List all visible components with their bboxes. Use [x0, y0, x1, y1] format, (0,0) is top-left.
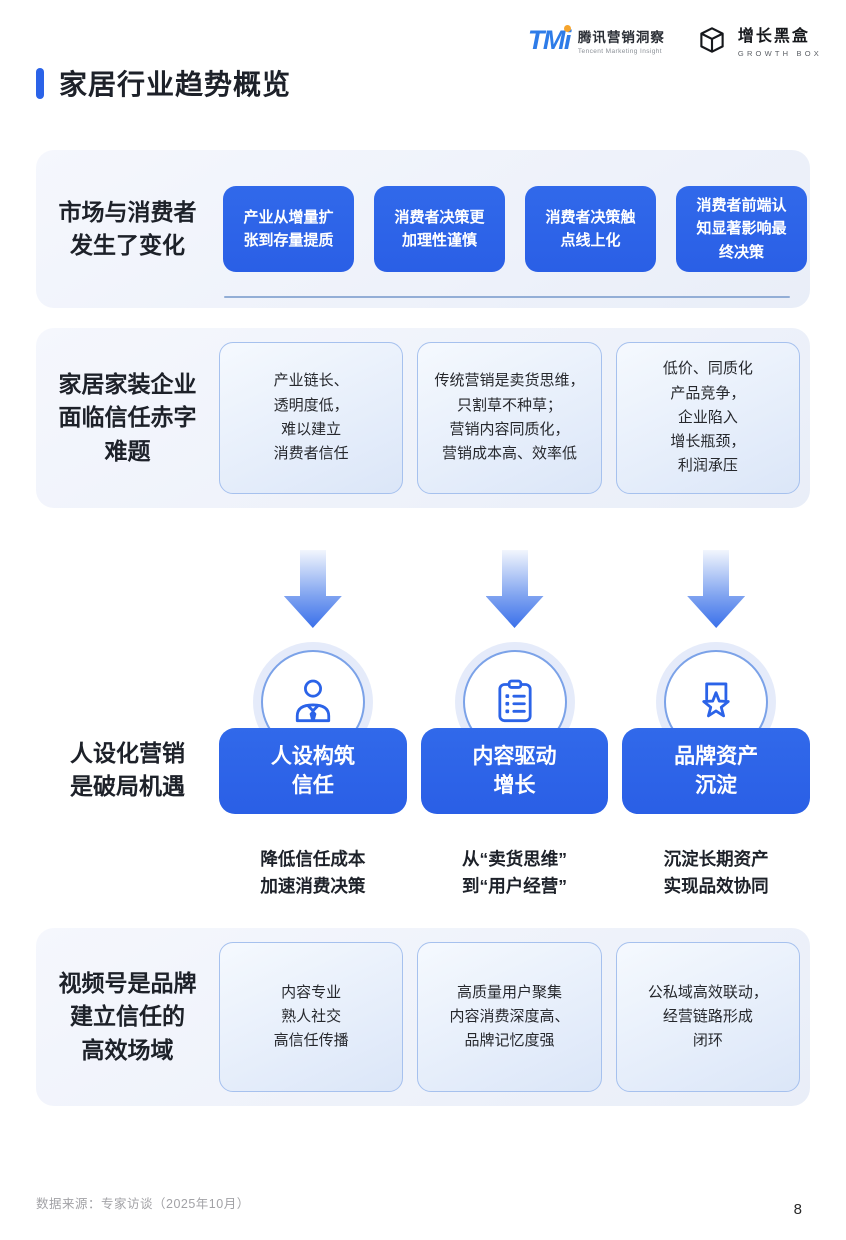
- arrow-head: [485, 596, 544, 628]
- growthbox-logo-text: 增长黑盒 GROWTH BOX: [738, 22, 822, 58]
- advantage-box: 内容专业 熟人社交 高信任传播: [219, 942, 404, 1092]
- arrow-head: [687, 596, 746, 628]
- growthbox-en: GROWTH BOX: [737, 49, 822, 58]
- down-arrow-icon: [283, 550, 342, 628]
- title-row: 家居行业趋势概览: [36, 63, 291, 103]
- advantage-box: 高质量用户聚集 内容消费深度高、 品牌记忆度强: [417, 942, 602, 1092]
- cube-icon: [700, 27, 724, 53]
- trend-chip: 消费者决策触 点线上化: [525, 186, 656, 272]
- section-trust-deficit: 家居家装企业 面临信任赤字 难题 产业链长、 透明度低， 难以建立 消费者信任 …: [36, 328, 810, 508]
- star-award-icon: [702, 682, 730, 718]
- section-market-change: 市场与消费者 发生了变化 产业从增量扩 张到存量提质 消费者决策更 加理性谨慎 …: [36, 150, 810, 308]
- opportunity-caption: 降低信任成本 加速消费决策: [260, 849, 366, 897]
- opportunity-column: 品牌资产 沉淀 沉淀长期资产 实现品效协同: [622, 550, 811, 900]
- trend-chip: 消费者决策更 加理性谨慎: [374, 186, 505, 272]
- arrow-shaft: [703, 550, 730, 596]
- opportunity-column: 内容驱动 增长 从“卖货思维” 到“用户经营”: [420, 550, 609, 900]
- arrow-head: [283, 596, 342, 628]
- section-opportunity: 人设化营销 是破局机遇 人设构筑 信任 降低信任成本 加速消费决策: [36, 550, 811, 900]
- pain-point-box: 传统营销是卖货思维， 只割草不种草； 营销内容同质化， 营销成本高、效率低: [417, 342, 602, 494]
- section-market-change-label: 市场与消费者 发生了变化: [58, 198, 197, 258]
- advantage-row: 内容专业 熟人社交 高信任传播 高质量用户聚集 内容消费深度高、 品牌记忆度强 …: [219, 942, 800, 1092]
- trend-chip-row: 产业从增量扩 张到存量提质 消费者决策更 加理性谨慎 消费者决策触 点线上化 消…: [223, 186, 810, 272]
- section-video-channel: 视频号是品牌 建立信任的 高效场域 内容专业 熟人社交 高信任传播 高质量用户聚…: [36, 928, 810, 1106]
- header-logos: TMi 腾讯营销洞察 Tencent Marketing Insight 增长黑…: [528, 22, 822, 58]
- tmi-logo-en: Tencent Marketing Insight: [577, 47, 662, 55]
- trend-chip: 产业从增量扩 张到存量提质: [223, 186, 354, 272]
- data-source-note: 数据来源：专家访谈（2025年10月）: [36, 1197, 250, 1211]
- trend-chip: 消费者前端认 知显著影响最 终决策: [676, 186, 807, 272]
- clipboard-list-icon: [497, 679, 532, 723]
- opportunity-columns: 人设构筑 信任 降低信任成本 加速消费决策: [219, 550, 811, 900]
- opportunity-caption: 沉淀长期资产 实现品效协同: [663, 849, 769, 897]
- title-accent-bar: [36, 67, 44, 99]
- opportunity-column: 人设构筑 信任 降低信任成本 加速消费决策: [219, 550, 407, 900]
- section-video-channel-label: 视频号是品牌 建立信任的 高效场域: [58, 969, 197, 1063]
- section-opportunity-label: 人设化营销 是破局机遇: [70, 740, 185, 800]
- pain-point-box: 产业链长、 透明度低， 难以建立 消费者信任: [219, 342, 404, 494]
- person-tie-icon: [295, 679, 330, 723]
- down-arrow-icon: [687, 550, 746, 628]
- page-title: 家居行业趋势概览: [59, 69, 292, 100]
- tmi-logo-mark: TMi: [527, 24, 572, 55]
- opportunity-button: 人设构筑 信任: [219, 728, 407, 814]
- down-arrow-icon: [485, 550, 544, 628]
- pain-point-row: 产业链长、 透明度低， 难以建立 消费者信任 传统营销是卖货思维， 只割草不种草…: [219, 342, 800, 494]
- growthbox-logo: 增长黑盒 GROWTH BOX: [695, 22, 822, 58]
- tmi-logo: TMi 腾讯营销洞察 Tencent Marketing Insight: [528, 26, 665, 55]
- growthbox-cn: 增长黑盒: [737, 28, 810, 45]
- pain-point-box: 低价、同质化 产品竞争， 企业陷入 增长瓶颈， 利润承压: [615, 342, 800, 494]
- page-number: 8: [793, 1201, 802, 1218]
- arrow-shaft: [299, 550, 326, 596]
- arrow-shaft: [501, 550, 528, 596]
- advantage-box: 公私域高效联动， 经营链路形成 闭环: [615, 942, 800, 1092]
- tmi-logo-cn: 腾讯营销洞察: [577, 29, 665, 45]
- section-trust-deficit-label: 家居家装企业 面临信任赤字 难题: [58, 370, 197, 464]
- opportunity-button: 品牌资产 沉淀: [622, 728, 811, 814]
- opportunity-button: 内容驱动 增长: [420, 728, 609, 814]
- divider-line: [224, 296, 790, 298]
- tmi-logo-text: 腾讯营销洞察 Tencent Marketing Insight: [578, 26, 665, 55]
- opportunity-caption: 从“卖货思维” 到“用户经营”: [462, 849, 567, 897]
